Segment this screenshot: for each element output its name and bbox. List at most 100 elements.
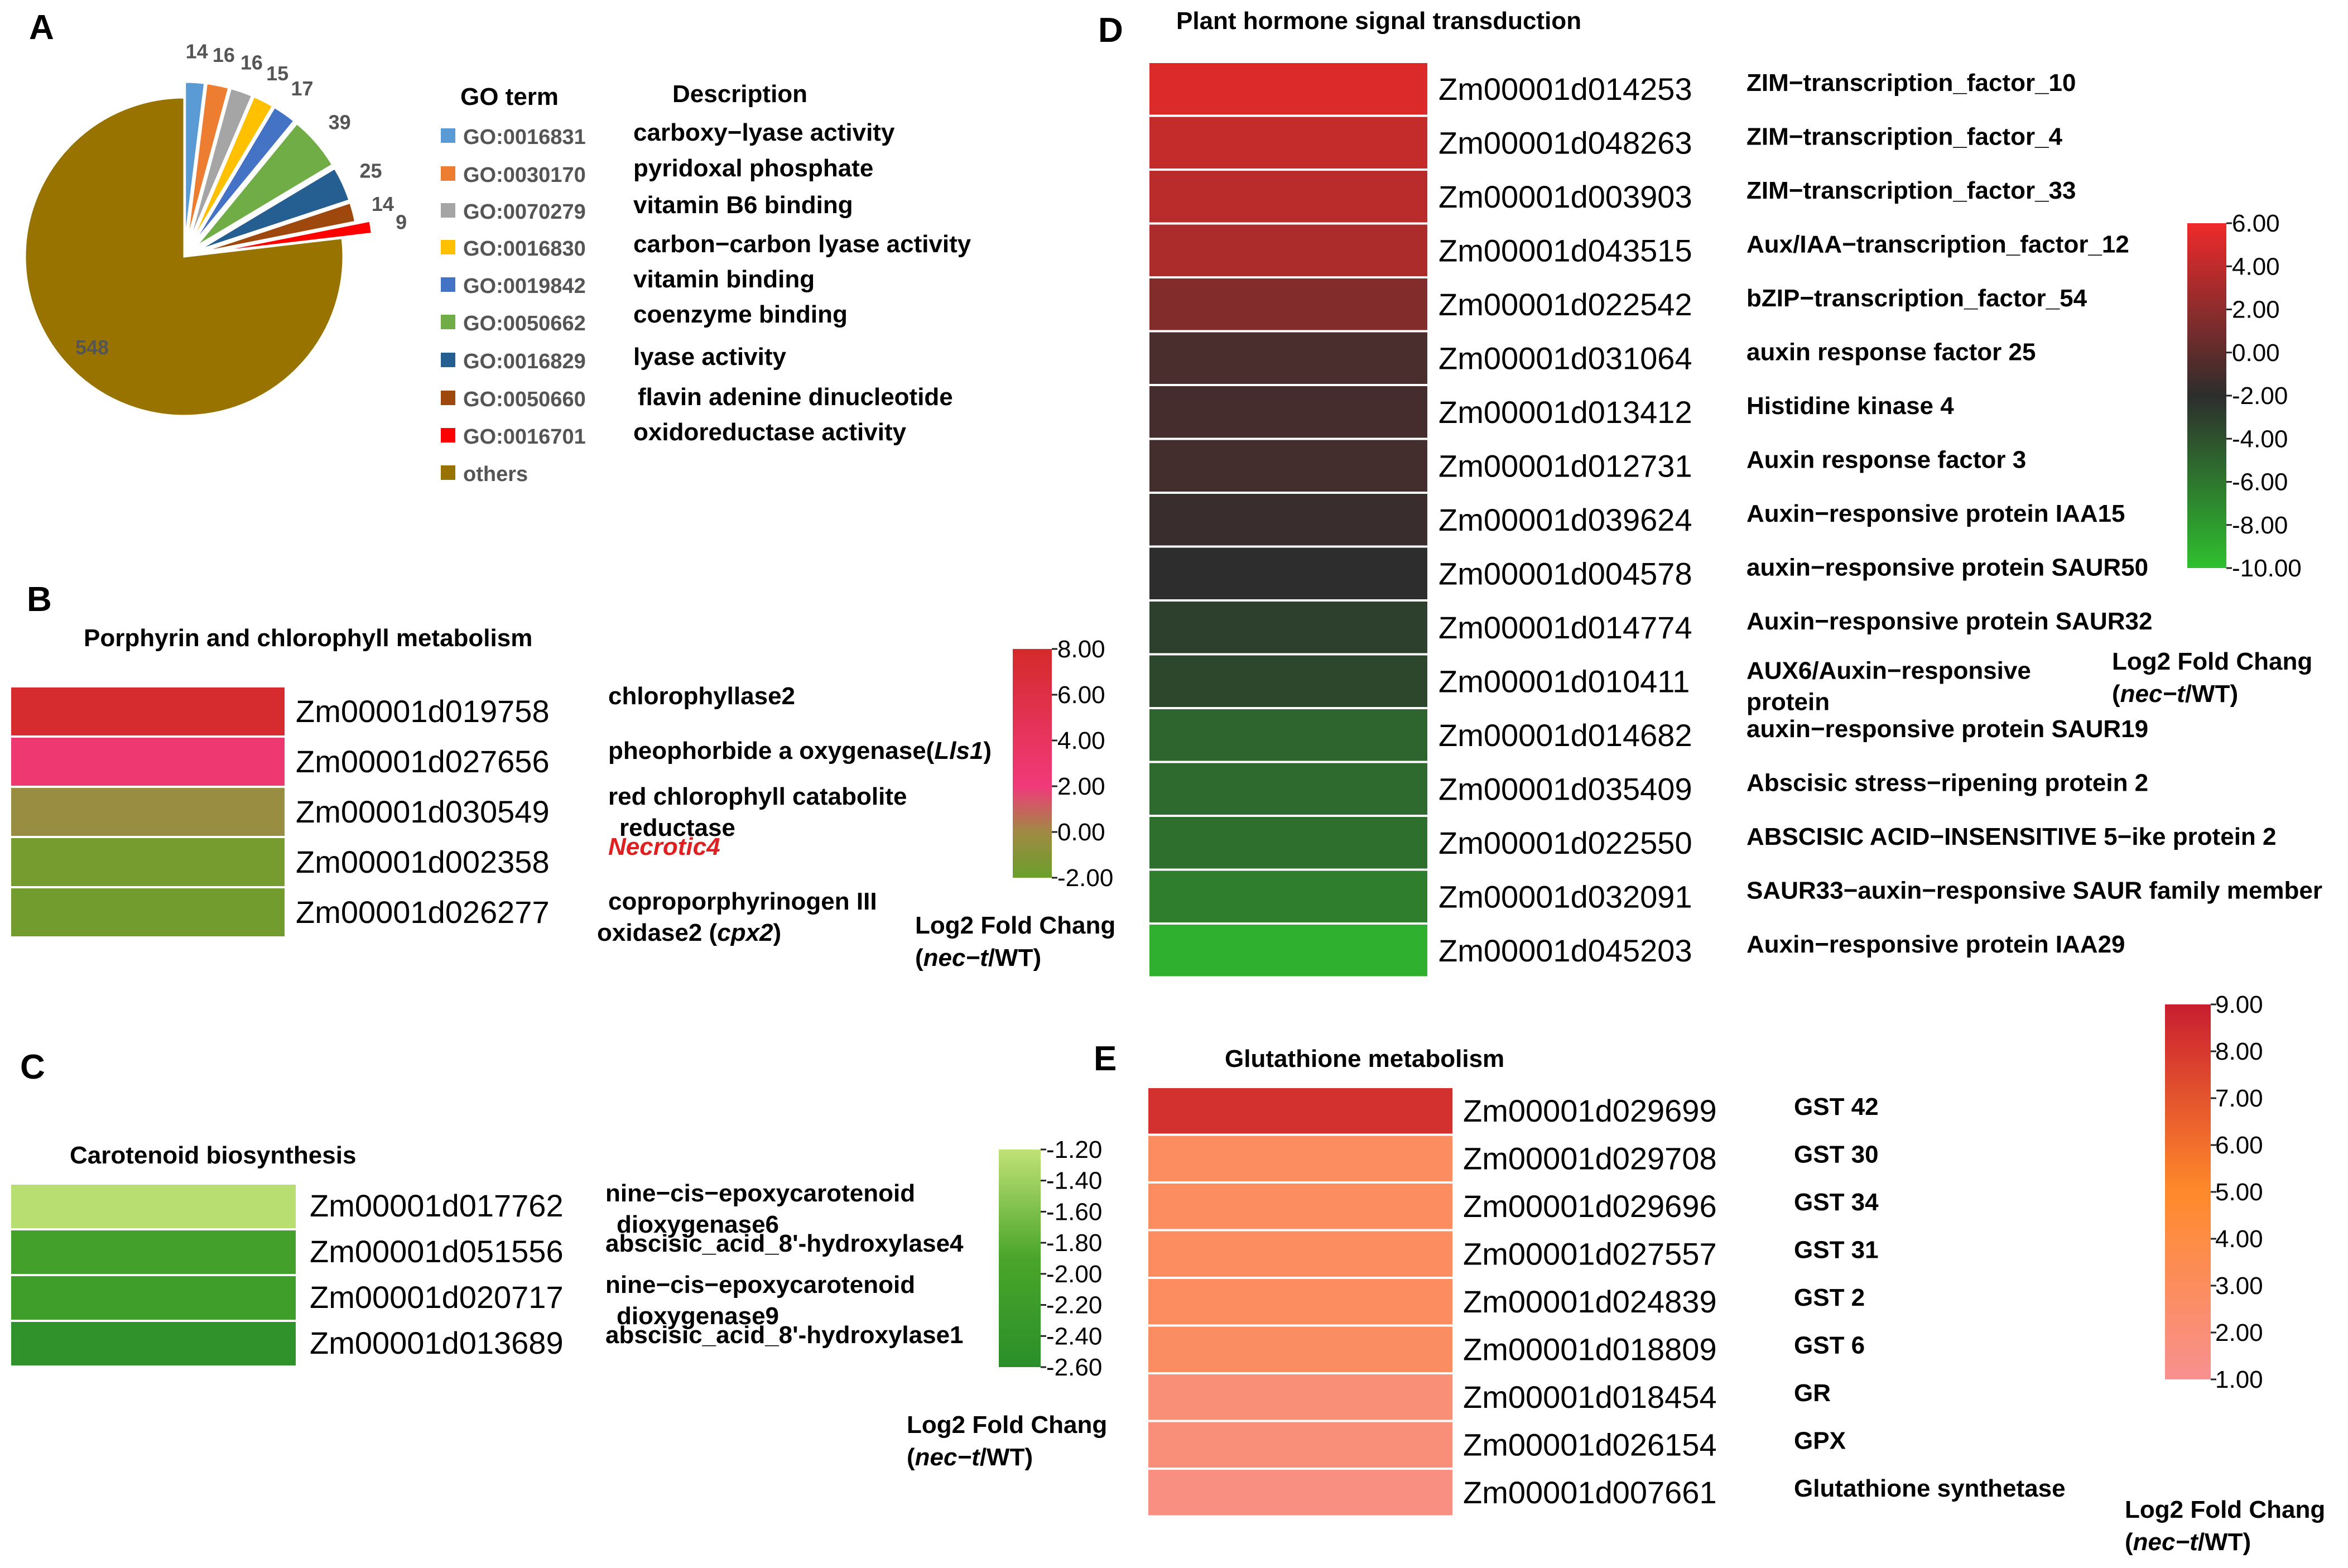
gene-description: auxin−responsive protein SAUR50 [1746, 554, 2148, 581]
heatmap-cell [11, 1276, 296, 1320]
gene-description-text: ZIM−transcription_factor_33 [1746, 177, 2076, 204]
gene-description-text: GST 34 [1794, 1189, 1879, 1216]
gene-description-text: auxin−responsive protein SAUR19 [1746, 715, 2148, 743]
gene-description-text: Abscisic stress−ripening protein 2 [1746, 769, 2148, 797]
gene-description: ZIM−transcription_factor_4 [1746, 123, 2063, 151]
color-scale-tick-label: 2.00 [2232, 296, 2280, 324]
legend-swatch [441, 240, 455, 254]
color-scale-tick-label: 2.00 [1057, 773, 1105, 800]
color-scale-tick-label: 6.00 [2215, 1132, 2263, 1159]
gene-description: Aux/IAA−transcription_factor_12 [1746, 231, 2129, 258]
heatmap-cell [1149, 763, 1427, 815]
gene-description-text: Histidine kinase 4 [1746, 392, 1954, 420]
gene-id-label: Zm00001d048263 [1438, 126, 1692, 161]
legend-description: carboxy−lyase activity [633, 119, 895, 146]
color-scale-title: Log2 Fold Chang [907, 1411, 1107, 1439]
color-scale-subtitle-text: ( [907, 1444, 915, 1471]
color-scale-tick-label: 6.00 [1057, 681, 1105, 709]
color-scale-tick-label: -2.40 [1046, 1322, 1102, 1350]
gene-description: abscisic_acid_8'-hydroxylase1 [605, 1321, 964, 1349]
gene-description-text: ABSCISIC ACID−INSENSITIVE 5−ike protein … [1746, 823, 2277, 850]
color-scale-tick-label: -1.60 [1046, 1198, 1102, 1225]
color-scale-tick-label: 3.00 [2215, 1272, 2263, 1300]
gene-description: AUX6/Auxin−responsive [1746, 657, 2031, 685]
legend-go-term: GO:0030170 [463, 163, 586, 187]
color-scale-tick-label: -10.00 [2232, 555, 2302, 582]
color-scale-tick-label: 6.00 [2232, 210, 2280, 237]
pie-slice-others [24, 97, 344, 417]
legend-description: vitamin binding [633, 266, 815, 293]
heatmap-cell [1149, 817, 1427, 869]
gene-description-text: GST 2 [1794, 1284, 1865, 1311]
color-scale-bar [1013, 649, 1052, 878]
legend-go-term: others [463, 463, 528, 486]
color-scale-subtitle-italic: nec−t [2120, 680, 2187, 708]
gene-description: abscisic_acid_8'-hydroxylase4 [605, 1230, 964, 1257]
legend-swatch [441, 465, 455, 480]
gene-id-label: Zm00001d004578 [1438, 556, 1692, 591]
gene-description: red chlorophyll catabolite [608, 783, 907, 810]
legend-swatch [441, 166, 455, 181]
gene-id-label: Zm00001d018809 [1463, 1332, 1717, 1367]
gene-description: Histidine kinase 4 [1746, 392, 1954, 420]
color-scale-subtitle-italic: nec−t [915, 1444, 981, 1471]
legend-description: coenzyme binding [633, 301, 848, 328]
heatmap-cell [11, 738, 285, 786]
pie-value-label: 9 [396, 211, 407, 234]
gene-id-label: Zm00001d029696 [1463, 1189, 1717, 1224]
color-scale-subtitle-text: /WT) [980, 1444, 1033, 1471]
color-scale-subtitle: (nec−t/WT) [2125, 1528, 2251, 1556]
gene-id-label: Zm00001d003903 [1438, 179, 1692, 214]
heatmap-cell [11, 1185, 296, 1228]
color-scale-tick-label: -1.80 [1046, 1229, 1102, 1257]
gene-description: bZIP−transcription_factor_54 [1746, 285, 2087, 312]
gene-id-label: Zm00001d027656 [296, 744, 550, 779]
legend-description: flavin adenine dinucleotide [638, 383, 953, 411]
gene-description-text: ZIM−transcription_factor_10 [1746, 69, 2076, 97]
heatmap-cell [1149, 870, 1427, 922]
gene-description-text: protein [1746, 689, 1830, 716]
gene-description-line2: oxidase2 (cpx2) [597, 919, 781, 946]
gene-description: GST 30 [1794, 1141, 1879, 1168]
legend-description: carbon−carbon lyase activity [633, 230, 971, 258]
heatmap-cell [1148, 1279, 1452, 1325]
heatmap-cell [1149, 602, 1427, 653]
gene-description-text: ) [773, 919, 782, 946]
heatmap-cell [11, 1230, 296, 1274]
heatmap-cell [1149, 440, 1427, 492]
heatmap-cell [1149, 63, 1427, 115]
gene-description-text: nine−cis−epoxycarotenoid [605, 1180, 915, 1207]
heatmap-cell [1149, 332, 1427, 384]
gene-description: GPX [1794, 1427, 1846, 1455]
gene-description-text: Auxin−responsive protein IAA29 [1746, 931, 2125, 958]
heatmap-cell [1148, 1470, 1452, 1516]
gene-id-label: Zm00001d010411 [1438, 664, 1690, 699]
legend-go-term: GO:0050660 [463, 388, 586, 411]
color-scale-subtitle: (nec−t/WT) [907, 1444, 1033, 1471]
gene-description-text: Aux/IAA−transcription_factor_12 [1746, 231, 2129, 258]
pie-slice-go-0050660 [199, 201, 357, 254]
gene-id-label: Zm00001d030549 [296, 794, 550, 829]
gene-id-label: Zm00001d022550 [1438, 825, 1692, 860]
gene-description: GST 34 [1794, 1189, 1879, 1216]
color-scale-tick-label: -2.60 [1046, 1354, 1102, 1381]
pie-value-label: 16 [240, 51, 263, 74]
heatmap-cell [1148, 1422, 1452, 1468]
color-scale-title: Log2 Fold Chang [2112, 648, 2312, 675]
color-scale-subtitle-text: /WT) [2198, 1528, 2251, 1556]
pie-value-label: 14 [186, 40, 208, 63]
gene-description-text: GST 30 [1794, 1141, 1879, 1168]
gene-description: SAUR33−auxin−responsive SAUR family memb… [1746, 877, 2322, 905]
heatmap-cell [1149, 171, 1427, 223]
gene-description: coproporphyrinogen III [608, 888, 877, 915]
gene-description-text: dioxygenase6 [617, 1211, 779, 1238]
heatmap-cell [1149, 925, 1427, 977]
gene-description-text: GR [1794, 1379, 1831, 1407]
heatmap-cell [1148, 1184, 1452, 1229]
color-scale-tick-label: 1.00 [2215, 1366, 2263, 1393]
heatmap-cell [11, 838, 285, 886]
